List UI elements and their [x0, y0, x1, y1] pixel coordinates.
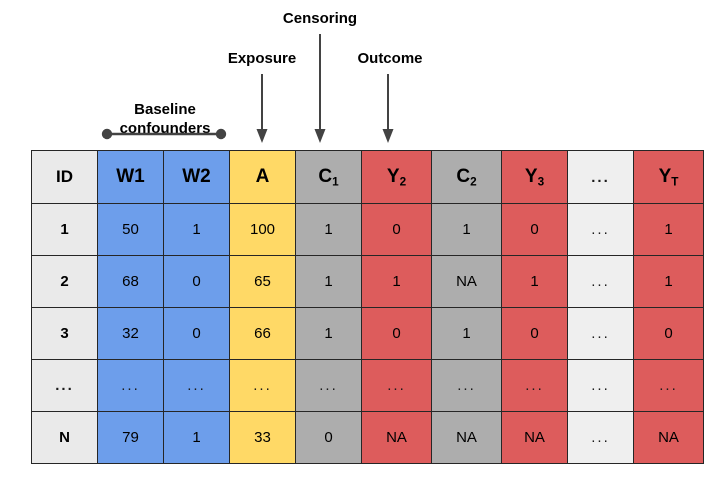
baseline-confounders-bracket — [101, 128, 227, 140]
cell-y3: 0 — [501, 203, 568, 256]
cell-yt: NA — [633, 411, 704, 464]
cell-id: 1 — [31, 203, 98, 256]
column-header-a: A — [229, 150, 296, 204]
cell-y2: 0 — [361, 203, 432, 256]
cell-spacer: ... — [567, 203, 634, 256]
cell-c1: ... — [295, 359, 362, 412]
cell-c2: 1 — [431, 307, 502, 360]
cell-w1: 79 — [97, 411, 164, 464]
cell-a: ... — [229, 359, 296, 412]
cell-w2: 0 — [163, 255, 230, 308]
column-header-y2: Y2 — [361, 150, 432, 204]
cell-c2: 1 — [431, 203, 502, 256]
cell-w1: ... — [97, 359, 164, 412]
outcome-arrow — [382, 74, 394, 143]
cell-a: 65 — [229, 255, 296, 308]
cell-spacer: ... — [567, 411, 634, 464]
cell-spacer: ... — [567, 255, 634, 308]
cell-y2: 0 — [361, 307, 432, 360]
cell-id: 2 — [31, 255, 98, 308]
column-header-w2: W2 — [163, 150, 230, 204]
cell-c2: ... — [431, 359, 502, 412]
cell-c2: NA — [431, 255, 502, 308]
cell-y3: 0 — [501, 307, 568, 360]
exposure-arrow — [256, 74, 268, 143]
column-header-w1: W1 — [97, 150, 164, 204]
cell-id: ... — [31, 359, 98, 412]
cell-c1: 1 — [295, 255, 362, 308]
annotation-label-censoring: Censoring — [282, 10, 358, 27]
cell-id: 3 — [31, 307, 98, 360]
column-header-c2: C2 — [431, 150, 502, 204]
cell-y3: ... — [501, 359, 568, 412]
column-header-id: ID — [31, 150, 98, 204]
cell-c1: 1 — [295, 307, 362, 360]
cell-a: 100 — [229, 203, 296, 256]
cell-a: 33 — [229, 411, 296, 464]
censoring-arrow — [314, 34, 326, 143]
cell-yt: 0 — [633, 307, 704, 360]
annotation-connectors — [101, 34, 394, 143]
cell-w2: ... — [163, 359, 230, 412]
cell-y3: 1 — [501, 255, 568, 308]
cell-w1: 50 — [97, 203, 164, 256]
cell-w2: 1 — [163, 411, 230, 464]
cell-spacer: ... — [567, 359, 634, 412]
annotation-label-outcome: Outcome — [357, 50, 423, 67]
cell-y2: NA — [361, 411, 432, 464]
annotation-label-exposure: Exposure — [227, 50, 297, 67]
cell-a: 66 — [229, 307, 296, 360]
cell-c1: 1 — [295, 203, 362, 256]
cell-w2: 0 — [163, 307, 230, 360]
cell-y2: 1 — [361, 255, 432, 308]
cell-id: N — [31, 411, 98, 464]
column-header-spacer: ... — [567, 150, 634, 204]
cell-yt: 1 — [633, 255, 704, 308]
cell-c2: NA — [431, 411, 502, 464]
table-row: .............................. — [31, 359, 704, 412]
cell-spacer: ... — [567, 307, 634, 360]
column-header-yt: YT — [633, 150, 704, 204]
cell-y3: NA — [501, 411, 568, 464]
cell-y2: ... — [361, 359, 432, 412]
column-header-c1: C1 — [295, 150, 362, 204]
annotation-label-baseline-confounders: Baseline confounders — [119, 101, 211, 137]
cell-w1: 32 — [97, 307, 164, 360]
cell-w1: 68 — [97, 255, 164, 308]
cell-w2: 1 — [163, 203, 230, 256]
cell-yt: ... — [633, 359, 704, 412]
column-header-y3: Y3 — [501, 150, 568, 204]
cell-c1: 0 — [295, 411, 362, 464]
cell-yt: 1 — [633, 203, 704, 256]
